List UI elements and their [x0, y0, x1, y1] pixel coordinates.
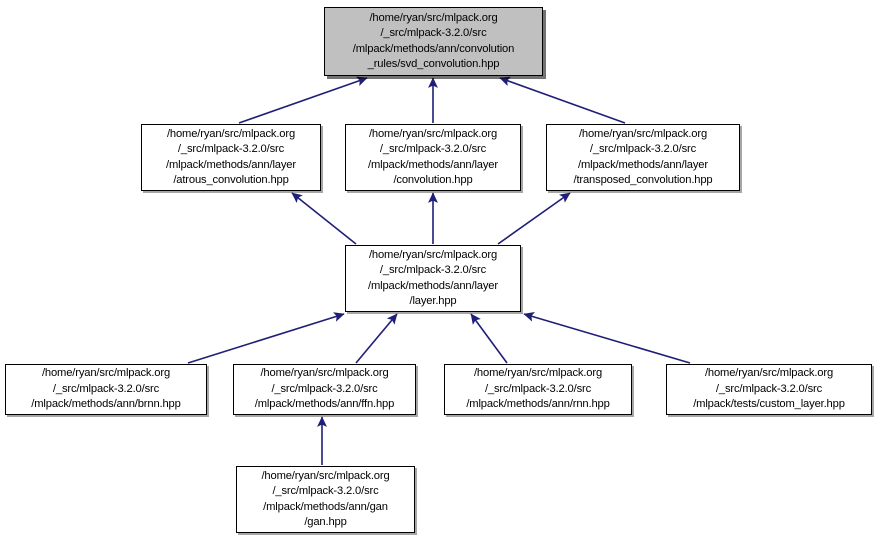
graph-node-label: /home/ryan/src/mlpack.org /_src/mlpack-3…: [254, 367, 395, 411]
graph-edge-ffn-to-layer: [355, 313, 398, 364]
graph-node-label: /home/ryan/src/mlpack.org /_src/mlpack-3…: [261, 469, 390, 528]
graph-edge-custom_layer-to-layer: [523, 312, 691, 364]
graph-node-brnn[interactable]: /home/ryan/src/mlpack.org /_src/mlpack-3…: [5, 364, 207, 415]
graph-node-atrous_convolution[interactable]: /home/ryan/src/mlpack.org /_src/mlpack-3…: [141, 124, 321, 191]
graph-node-label: /home/ryan/src/mlpack.org /_src/mlpack-3…: [466, 367, 610, 411]
graph-edge-layer-to-transposed_convolution: [497, 192, 571, 245]
graph-node-label: /home/ryan/src/mlpack.org /_src/mlpack-3…: [166, 127, 296, 186]
graph-edge-atrous_convolution-to-svd_convolution: [238, 76, 368, 124]
graph-edge-rnn-to-layer: [470, 313, 508, 364]
graph-node-layer[interactable]: /home/ryan/src/mlpack.org /_src/mlpack-3…: [345, 245, 521, 312]
graph-node-custom_layer[interactable]: /home/ryan/src/mlpack.org /_src/mlpack-3…: [666, 364, 872, 415]
graph-node-label: /home/ryan/src/mlpack.org /_src/mlpack-3…: [573, 127, 713, 186]
graph-edge-brnn-to-layer: [187, 312, 345, 364]
graph-node-transposed_convolution[interactable]: /home/ryan/src/mlpack.org /_src/mlpack-3…: [546, 124, 740, 191]
graph-node-label: /home/ryan/src/mlpack.org /_src/mlpack-3…: [31, 367, 181, 411]
graph-node-rnn[interactable]: /home/ryan/src/mlpack.org /_src/mlpack-3…: [444, 364, 632, 415]
graph-node-label: /home/ryan/src/mlpack.org /_src/mlpack-3…: [693, 367, 845, 411]
graph-node-svd_convolution[interactable]: /home/ryan/src/mlpack.org /_src/mlpack-3…: [324, 7, 543, 76]
graph-node-gan[interactable]: /home/ryan/src/mlpack.org /_src/mlpack-3…: [236, 466, 415, 533]
graph-edge-layer-to-atrous_convolution: [291, 192, 357, 245]
graph-node-label: /home/ryan/src/mlpack.org /_src/mlpack-3…: [352, 11, 515, 70]
graph-node-ffn[interactable]: /home/ryan/src/mlpack.org /_src/mlpack-3…: [233, 364, 416, 415]
graph-edge-transposed_convolution-to-svd_convolution: [499, 76, 626, 124]
graph-node-convolution[interactable]: /home/ryan/src/mlpack.org /_src/mlpack-3…: [345, 124, 521, 191]
graph-node-label: /home/ryan/src/mlpack.org /_src/mlpack-3…: [368, 248, 498, 307]
graph-node-label: /home/ryan/src/mlpack.org /_src/mlpack-3…: [368, 127, 498, 186]
